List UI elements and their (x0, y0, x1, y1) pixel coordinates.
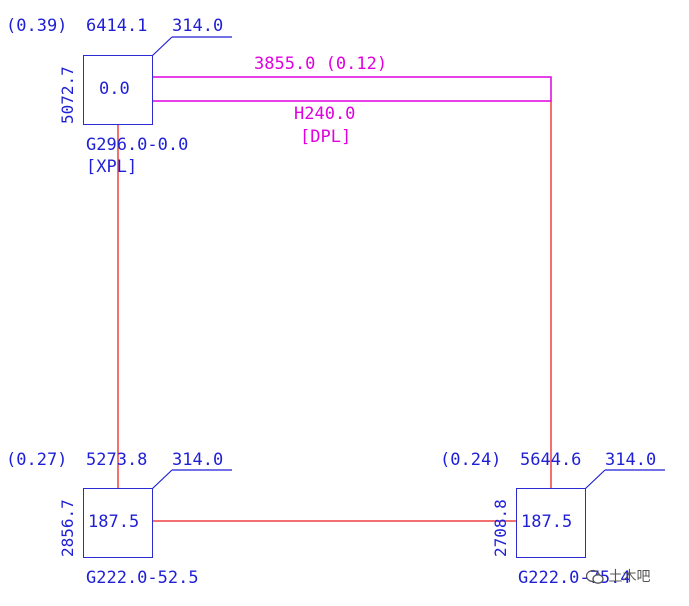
bottom-left-leader (151, 469, 173, 490)
top-column-ratio: (0.39) (6, 16, 68, 36)
bottom-right-box: 187.5 (516, 488, 586, 558)
top-column-box: 0.0 (83, 55, 153, 125)
bottom-right-underline-value: 314.0 (605, 450, 657, 470)
top-column-leader (151, 36, 173, 57)
bottom-right-bottom-text: G222.0-75.4 (518, 568, 631, 588)
bottom-left-force: 5273.8 (86, 450, 148, 470)
watermark: 土木吧 (585, 566, 651, 586)
bottom-right-box-value: 187.5 (521, 512, 573, 532)
bottom-right-force: 5644.6 (520, 450, 582, 470)
top-column-underline-value: 314.0 (172, 16, 224, 36)
bottom-left-side-value: 2856.7 (58, 499, 77, 557)
bottom-right-leader (584, 469, 606, 490)
beam-bottom-tag: [DPL] (300, 127, 352, 147)
bottom-left-underline-value: 314.0 (172, 450, 224, 470)
bottom-left-box: 187.5 (83, 488, 153, 558)
beam-outline (151, 76, 552, 102)
bottom-right-side-value: 2708.8 (491, 499, 510, 557)
top-column-side-value: 5072.7 (58, 66, 77, 124)
top-column-box-value: 0.0 (99, 79, 130, 99)
bottom-right-ratio: (0.24) (440, 450, 502, 470)
top-column-bottom-text: G296.0-0.0 (86, 135, 189, 155)
bottom-left-ratio: (0.27) (6, 450, 68, 470)
beam-top-label: 3855.0 (0.12) (254, 54, 388, 74)
wechat-icon (585, 569, 604, 584)
beam-bottom-label: H240.0 (294, 104, 356, 124)
watermark-text: 土木吧 (608, 569, 651, 585)
bottom-left-box-value: 187.5 (88, 512, 140, 532)
top-column-bottom-tag: [XPL] (86, 157, 138, 177)
top-column-force: 6414.1 (86, 16, 148, 36)
bottom-left-bottom-text: G222.0-52.5 (86, 568, 199, 588)
